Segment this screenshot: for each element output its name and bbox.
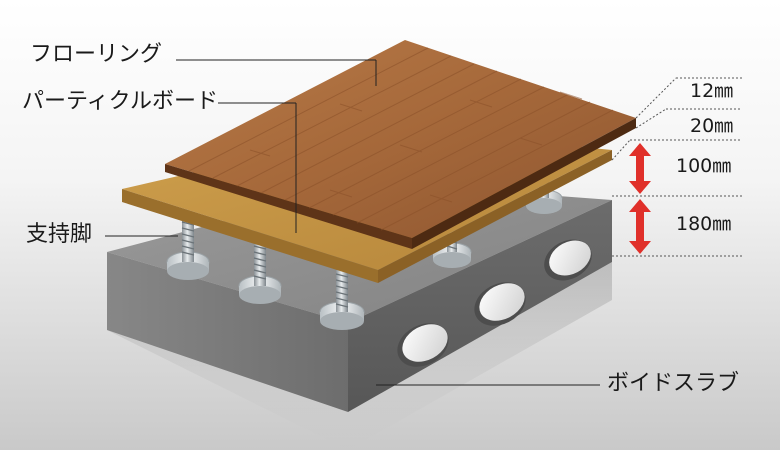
floor-left-edge xyxy=(165,164,412,249)
void-hole xyxy=(474,282,526,326)
slab-left-face xyxy=(107,252,348,412)
flooring xyxy=(165,40,636,249)
support-leg xyxy=(238,242,282,304)
support-leg xyxy=(166,218,210,280)
board-left-edge xyxy=(122,189,378,283)
gap-height-arrow xyxy=(629,143,651,194)
dim-board-thickness: 20㎜ xyxy=(690,115,734,137)
label-flooring: フローリング xyxy=(30,42,163,67)
dimension-guides xyxy=(611,77,742,257)
floor-plank-lines xyxy=(188,47,614,231)
void-hole xyxy=(397,323,449,367)
floor-top-face xyxy=(165,40,636,238)
label-support-leg: 支持脚 xyxy=(26,222,93,247)
support-leg xyxy=(319,270,365,330)
slab-height-arrow xyxy=(629,199,651,254)
guide-flooring-top xyxy=(635,77,677,119)
floor-front-edge xyxy=(412,118,636,249)
dim-flooring-thickness: 12㎜ xyxy=(690,80,734,102)
label-void-slab: ボイドスラブ xyxy=(607,371,740,396)
leader-lines xyxy=(105,59,600,386)
dim-gap-height: 100㎜ xyxy=(676,155,732,177)
board-front-edge xyxy=(378,150,612,283)
void-hole xyxy=(544,239,592,281)
label-particle-board: パーティクルボード xyxy=(22,89,219,114)
dim-slab-height: 180㎜ xyxy=(676,213,732,235)
